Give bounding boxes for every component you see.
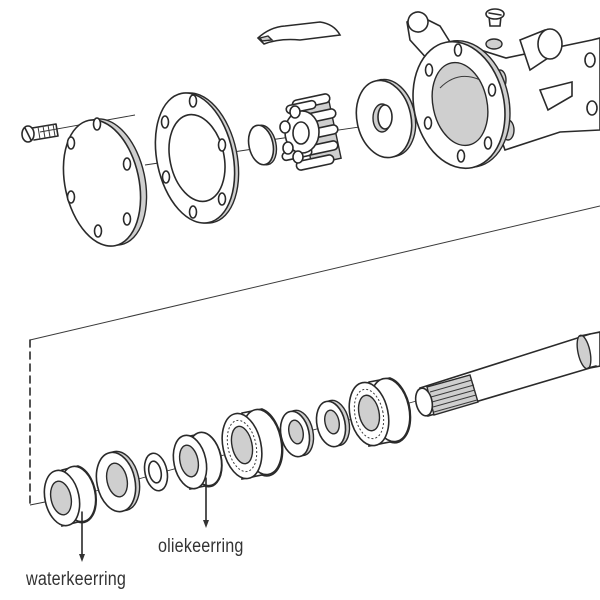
- washer: [95, 450, 141, 513]
- oil-seal-arrow: [203, 477, 209, 528]
- gasket: [154, 92, 240, 224]
- connection-line: [29, 205, 600, 341]
- oil-seal-label: oliekeerring: [158, 536, 244, 557]
- impeller: [279, 93, 342, 171]
- o-ring: [247, 124, 278, 166]
- washer-small: [315, 399, 351, 448]
- plug-screw: [485, 8, 505, 27]
- shaft: [414, 331, 600, 417]
- cover-screw: [21, 123, 59, 143]
- water-seal-arrow: [79, 511, 85, 562]
- cam-segment: [256, 21, 342, 45]
- small-seal: [279, 409, 315, 458]
- end-cover-plate: [62, 117, 148, 247]
- water-seal: [43, 465, 98, 528]
- roller-bearing: [221, 408, 284, 480]
- water-seal-label: waterkeerring: [26, 569, 127, 590]
- pump-housing: [406, 11, 600, 170]
- ball-bearing: [348, 377, 412, 447]
- small-ring: [143, 452, 169, 492]
- oil-seal: [172, 431, 223, 490]
- wear-plate: [355, 78, 417, 159]
